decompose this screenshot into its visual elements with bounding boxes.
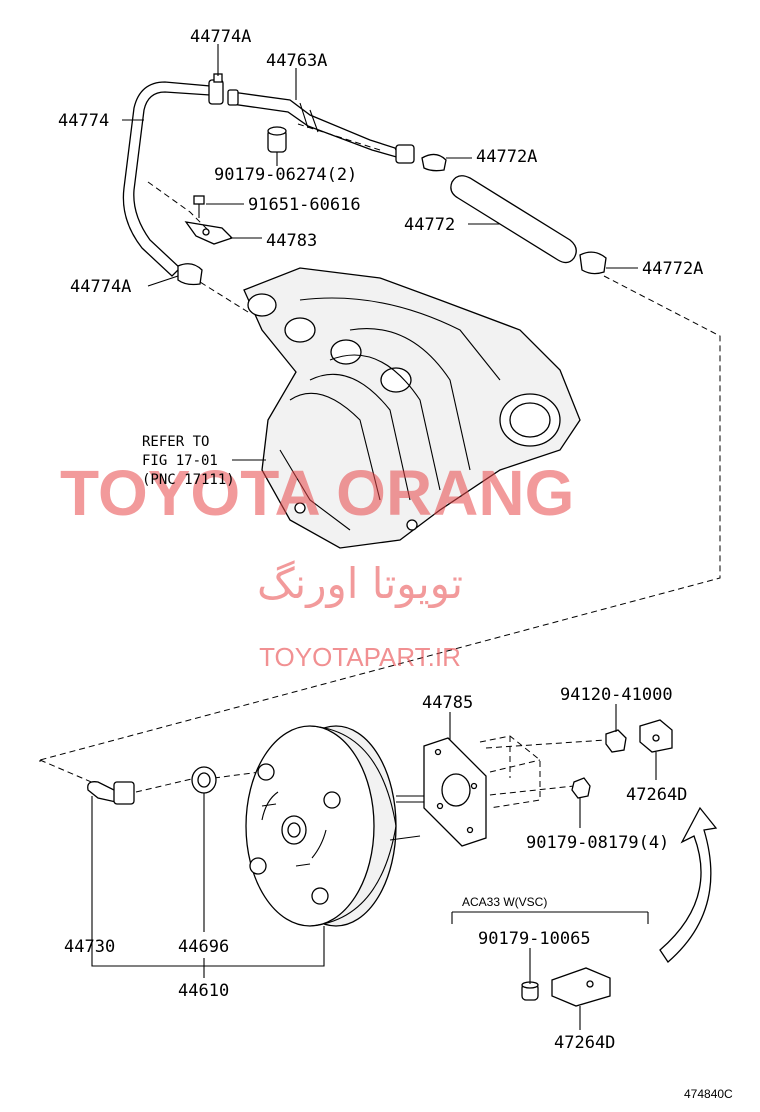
label-47264D-top: 47264D	[626, 785, 687, 805]
hose-44772	[450, 175, 577, 264]
clevis-47264D-bottom	[551, 967, 611, 1007]
label-94120-41000: 94120-41000	[560, 685, 673, 705]
refer-text-line1: REFER TO	[142, 434, 209, 450]
label-90179-08179: 90179-08179(4)	[526, 833, 669, 853]
clip-44774A-top	[208, 73, 224, 105]
nut-90179-08179	[571, 777, 591, 799]
clip-44774A-left	[177, 263, 203, 286]
gasket-44785	[423, 737, 487, 847]
clip-44772A-right	[579, 251, 607, 275]
label-90179-10065: 90179-10065	[478, 929, 591, 949]
assembly-lines	[39, 123, 721, 809]
leader-lines	[91, 44, 657, 1030]
watermark-brand: TOYOTA ORANG	[60, 457, 574, 529]
aca33-group-bracket	[451, 911, 649, 924]
watermark-persian: تویوتا اورنگ	[257, 559, 463, 608]
hose-44763A	[227, 89, 415, 164]
nut-90179-10065	[521, 981, 539, 1001]
curved-arrow-icon	[659, 806, 718, 963]
clevis-47264D-top	[639, 719, 673, 753]
refer-text-line3: (PNC 17111)	[142, 472, 235, 488]
label-44774A-left: 44774A	[70, 277, 131, 297]
label-91651-60616: 91651-60616	[248, 195, 361, 215]
label-44763A: 44763A	[266, 51, 327, 71]
label-90179-06274: 90179-06274(2)	[214, 165, 357, 185]
grommet-90179-06274	[267, 126, 287, 153]
label-44772A-right: 44772A	[642, 259, 703, 279]
label-44730: 44730	[64, 937, 115, 957]
label-44772: 44772	[404, 215, 455, 235]
label-44610: 44610	[178, 981, 229, 1001]
brake-booster-44610	[245, 725, 436, 927]
nut-94120-41000	[605, 729, 627, 753]
label-47264D-bottom: 47264D	[554, 1033, 615, 1053]
label-44783: 44783	[266, 231, 317, 251]
label-aca33: ACA33 W(VSC)	[462, 895, 547, 909]
label-44696: 44696	[178, 937, 229, 957]
hose-44774	[122, 81, 211, 277]
label-44774A-top: 44774A	[190, 27, 251, 47]
grommet-44696	[191, 766, 217, 794]
watermark-url: TOYOTAPART.IR	[259, 642, 461, 672]
label-44785: 44785	[422, 693, 473, 713]
label-44774: 44774	[58, 111, 109, 131]
bracket-44783	[184, 221, 234, 245]
intake-manifold	[243, 267, 581, 549]
check-valve-44730	[87, 781, 135, 805]
figure-code: 474840C	[684, 1087, 733, 1101]
bolt-91651-60616	[193, 195, 205, 218]
clip-44772A-top	[421, 153, 447, 172]
refer-text-line2: FIG 17-01	[142, 453, 218, 469]
label-44772A-top: 44772A	[476, 147, 537, 167]
